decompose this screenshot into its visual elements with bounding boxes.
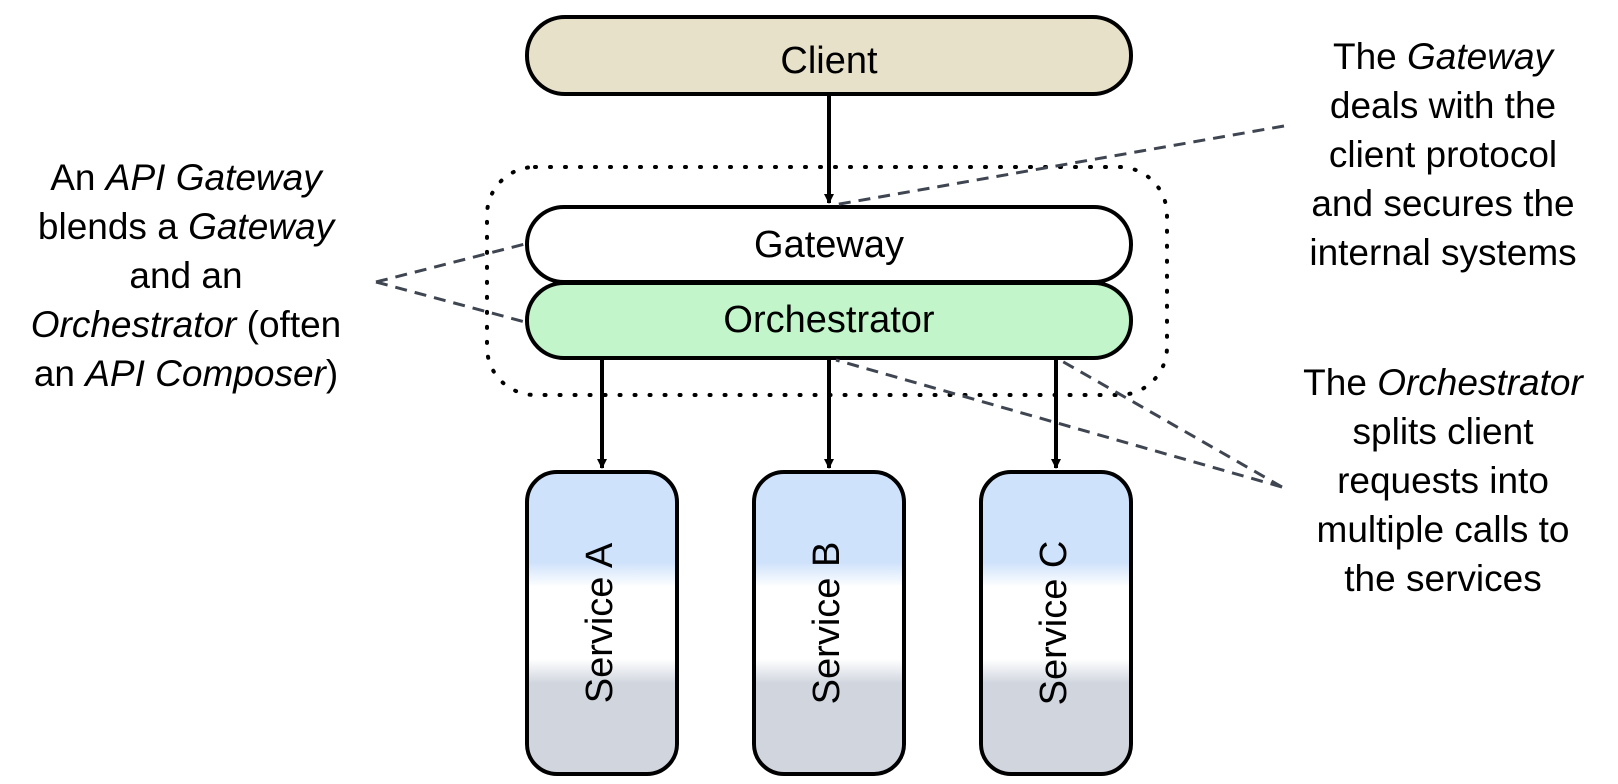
- annotation-bottom-right-line-3: requests into: [1337, 460, 1549, 501]
- orchestrator-box: [525, 281, 1133, 360]
- annotation-left-line-3: and an: [129, 255, 243, 296]
- annotation-top-right-line-1: The Gateway: [1332, 36, 1554, 77]
- service-c-label: Service C: [1033, 541, 1075, 706]
- service-c-box: [979, 470, 1133, 776]
- client-label: Client: [780, 40, 878, 82]
- service-b-box: [752, 470, 906, 776]
- callout-left-to-orchestrator: [375, 280, 526, 324]
- service-a-box: [525, 470, 679, 776]
- annotation-top-right-line-4: and secures the: [1311, 183, 1575, 224]
- service-c-node: Service C: [979, 470, 1133, 776]
- callout-top-right-to-gateway: [833, 124, 1285, 207]
- api-gateway-boundary: [485, 165, 1169, 397]
- annotation-api-gateway: An API Gateway blends a Gateway and an O…: [0, 153, 372, 398]
- annotation-orchestrator: The Orchestrator splits client requests …: [1268, 358, 1618, 603]
- annotation-gateway: The Gateway deals with the client protoc…: [1268, 32, 1618, 277]
- annotation-bottom-right-line-1: The Orchestrator: [1303, 362, 1583, 403]
- callout-lines: [375, 124, 1285, 489]
- annotation-top-right-line-3: client protocol: [1328, 134, 1558, 175]
- annotation-bottom-right-line-2: splits client: [1352, 411, 1534, 452]
- annotation-left-line-1: An API Gateway: [50, 157, 322, 198]
- callout-bottom-right-to-orchestrator-right: [1059, 358, 1283, 489]
- service-b-node: Service B: [752, 470, 906, 776]
- annotation-top-right-line-5: internal systems: [1309, 232, 1577, 273]
- annotation-bottom-right-line-5: the services: [1344, 558, 1542, 599]
- orchestrator-label: Orchestrator: [723, 299, 935, 341]
- annotation-left-line-5: an API Composer): [33, 353, 339, 394]
- annotation-bottom-right-line-4: multiple calls to: [1316, 509, 1570, 550]
- callout-left-to-gateway: [375, 242, 526, 284]
- annotation-left-line-2: blends a Gateway: [37, 206, 335, 247]
- service-a-node: Service A: [525, 470, 679, 776]
- annotation-left-line-4: Orchestrator (often: [30, 304, 342, 345]
- gateway-node: Gateway: [525, 205, 1133, 284]
- callout-bottom-right-to-orchestrator-center: [835, 358, 1283, 489]
- service-b-label: Service B: [806, 542, 848, 705]
- client-node: Client: [525, 15, 1133, 96]
- gateway-label: Gateway: [754, 224, 904, 266]
- client-box: [525, 15, 1133, 96]
- annotation-top-right-line-2: deals with the: [1329, 85, 1557, 126]
- service-a-label: Service A: [579, 542, 621, 703]
- orchestrator-node: Orchestrator: [525, 281, 1133, 360]
